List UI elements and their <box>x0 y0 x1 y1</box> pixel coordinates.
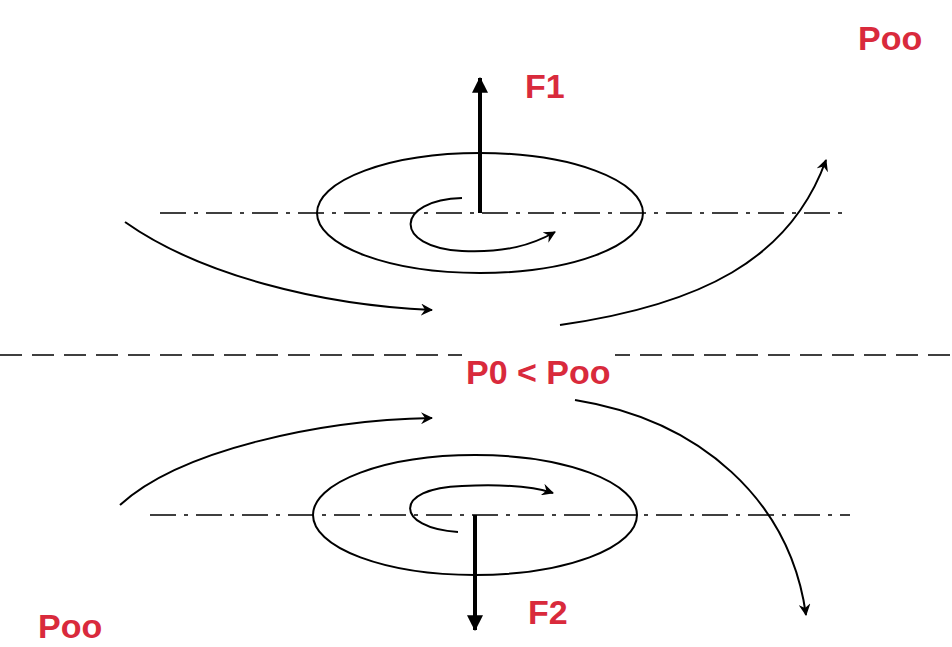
force-arrow <box>478 78 482 213</box>
flow-line <box>575 400 806 615</box>
flow-line <box>120 418 432 505</box>
pressure-label: P0 < Poo <box>462 354 615 391</box>
rotation-arrow <box>411 198 555 251</box>
flow-line <box>125 222 432 310</box>
force-label: F2 <box>528 594 568 631</box>
force-arrow <box>473 515 477 630</box>
axis-line <box>160 212 850 214</box>
pressure-label: Poo <box>858 20 922 57</box>
rotation-arrow <box>410 485 553 532</box>
axis-line <box>150 514 850 516</box>
flow-line <box>560 160 826 325</box>
force-label: F1 <box>525 68 565 105</box>
pressure-label: Poo <box>38 608 102 645</box>
